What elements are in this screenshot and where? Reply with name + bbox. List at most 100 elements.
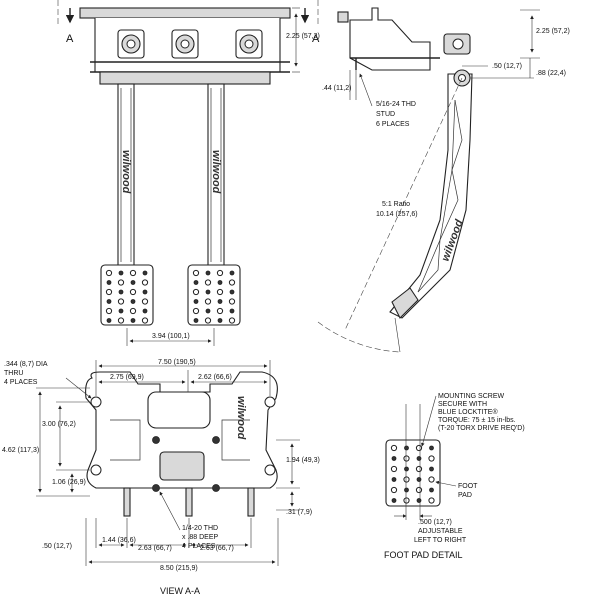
- pad-hole: [391, 498, 397, 503]
- mount-hole-br: [264, 464, 276, 476]
- pad-hole: [141, 279, 149, 286]
- view-aa: wilwood 7.50 (190,5) 2.75 (69,9) 2.62 (6…: [2, 359, 320, 596]
- thread-note-1: 1/4-20 THD: [182, 525, 218, 532]
- stud-note-3: 6 PLACES: [376, 121, 410, 128]
- side-view: wilwood 2.25 (57,2) .50 (12,7) .88 (22,4…: [317, 7, 570, 353]
- thread-hole-3: [152, 484, 160, 492]
- section-marker-right: A: [312, 33, 320, 45]
- pedal-travel-arc: [317, 321, 401, 353]
- pad-hole: [404, 487, 409, 493]
- side-stud-offset-dim: .44 (11,2): [322, 85, 351, 92]
- pad-hole: [404, 445, 409, 451]
- pad-hole: [106, 280, 112, 285]
- section-marker-left: A: [66, 33, 74, 45]
- pad-hole: [429, 487, 434, 493]
- pad-hole: [416, 477, 422, 482]
- pad-hole: [205, 270, 211, 276]
- pad-hole: [415, 486, 423, 494]
- center-boss: [159, 451, 205, 481]
- mounting-note-2: SECURE WITH: [438, 401, 487, 408]
- thread-hole-1: [152, 436, 160, 444]
- pad-hole: [193, 280, 199, 285]
- pad-hole: [428, 455, 435, 462]
- pad-hole: [216, 269, 224, 277]
- pad-hole: [117, 317, 125, 324]
- adjust-note-2: ADJUSTABLE: [418, 528, 463, 535]
- side-stud-fitting: [337, 11, 349, 23]
- pad-hole: [228, 279, 236, 286]
- view-aa-vertical-span: 3.00 (76,2): [42, 421, 76, 428]
- pad-hole: [403, 497, 410, 504]
- thread-note-2: x .88 DEEP: [182, 534, 219, 541]
- pad-hole: [192, 307, 200, 315]
- stud-note-1: 5/16-24 THD: [376, 101, 416, 108]
- pad-hole: [193, 299, 199, 304]
- pad-hole: [192, 288, 200, 296]
- pad-hole: [403, 476, 410, 483]
- adjust-note-1: .500 (12,7): [418, 519, 452, 526]
- pad-hole: [390, 486, 398, 494]
- pad-hole: [141, 298, 149, 305]
- view-aa-right-height: 1.94 (49,3): [286, 457, 320, 464]
- pad-hole: [228, 317, 236, 324]
- pad-hole: [142, 270, 148, 276]
- pad-hole: [416, 456, 422, 461]
- pad-hole: [118, 308, 124, 314]
- pad-hole: [391, 477, 397, 482]
- view-aa-brand-mark: wilwood: [235, 396, 247, 440]
- stud-3: [247, 487, 255, 517]
- foot-pad-left: [100, 264, 154, 326]
- front-height-dim: 2.25 (57,2): [286, 33, 320, 40]
- view-aa-pitch-3: 2.63 (66,7): [200, 545, 234, 552]
- pad-hole: [193, 318, 199, 323]
- side-height-dim: 2.25 (57,2): [536, 28, 570, 35]
- pad-hole: [118, 270, 124, 276]
- pad-hole: [192, 269, 200, 277]
- pad-hole: [403, 455, 410, 462]
- view-aa-pitch-2: 2.63 (66,7): [138, 545, 172, 552]
- pad-hole: [429, 445, 434, 451]
- view-aa-left-edge: .50 (12,7): [42, 543, 72, 550]
- view-aa-hole-span: 7.50 (190,5): [158, 359, 196, 366]
- top-bracket-plate: [79, 7, 291, 19]
- side-foot-pad: [391, 287, 419, 319]
- mount-hole-tl: [90, 396, 102, 408]
- hole-note-2: THRU: [4, 370, 23, 377]
- pad-hole: [217, 299, 223, 304]
- side-pivot-height-dim: .88 (22,4): [536, 70, 566, 77]
- pad-hole: [117, 298, 125, 305]
- adjust-note-3: LEFT TO RIGHT: [414, 537, 467, 544]
- pad-hole: [129, 288, 137, 296]
- mounting-note-3: BLUE LOCKTITE®: [438, 408, 498, 416]
- pad-spacing-dim: 3.94 (100,1): [152, 333, 190, 340]
- mounting-note-4: TORQUE: 75 ± 15 in-lbs.: [438, 417, 516, 424]
- pivot-housing: [99, 71, 271, 85]
- pad-hole: [229, 308, 235, 314]
- side-pedal-arm: [389, 73, 473, 319]
- detail-pad: [385, 439, 441, 507]
- pad-hole: [129, 307, 137, 315]
- hole-note-3: 4 PLACES: [4, 379, 38, 386]
- stud-1: [123, 487, 131, 517]
- center-slot: [147, 391, 211, 429]
- ratio-note-2: 10.14 (257,6): [376, 211, 418, 218]
- side-pivot-offset-dim: .50 (12,7): [492, 63, 522, 70]
- master-cylinder-2: [171, 29, 199, 59]
- pad-hole: [429, 466, 434, 472]
- pad-hole: [404, 466, 409, 472]
- pad-hole: [216, 307, 224, 315]
- thread-hole-2: [212, 436, 220, 444]
- pad-hole: [142, 308, 148, 314]
- mounting-note-1: MOUNTING SCREW: [438, 393, 505, 400]
- view-aa-left-to-center: 2.75 (69,9): [110, 374, 144, 381]
- view-aa-overall-width: 8.50 (215,9): [160, 565, 198, 572]
- pad-hole: [216, 288, 224, 296]
- brand-mark-right: wilwood: [210, 150, 222, 194]
- front-view: A A 2.25 (57,2): [57, 0, 320, 346]
- master-cylinder-1: [117, 29, 145, 59]
- pad-hole: [204, 317, 212, 324]
- pad-hole: [415, 444, 423, 452]
- pad-label-2: PAD: [458, 492, 472, 499]
